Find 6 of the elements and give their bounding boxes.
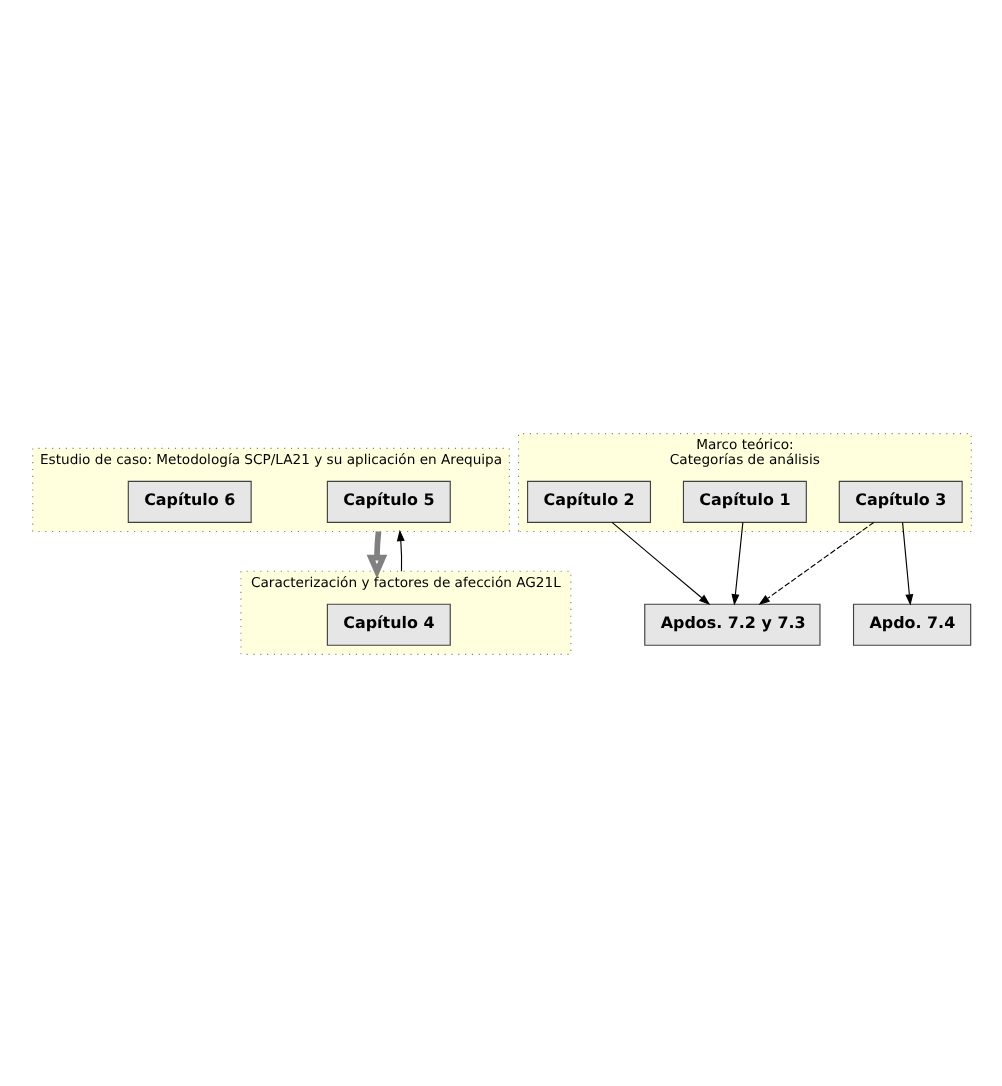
arrow bbox=[610, 520, 710, 605]
arrow bbox=[730, 520, 743, 605]
arrow bbox=[365, 530, 387, 578]
arrow bbox=[395, 528, 404, 571]
arrow bbox=[757, 520, 874, 604]
arrow bbox=[901, 520, 913, 605]
